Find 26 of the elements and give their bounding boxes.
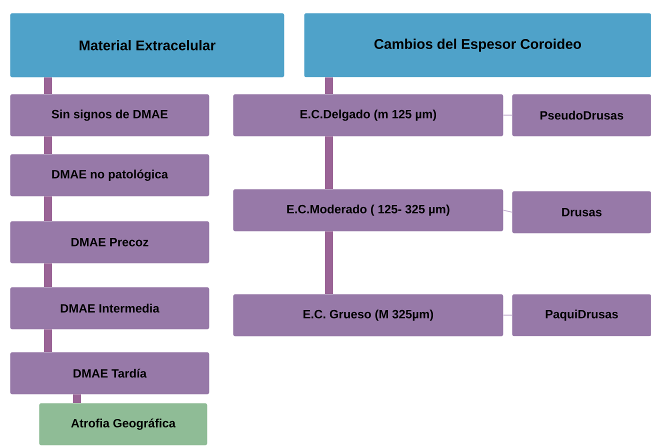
connector-line: [502, 210, 512, 213]
stage-box: DMAE Tardía: [10, 352, 210, 394]
header-box: Material Extracelular: [10, 13, 284, 78]
drusen-box: PseudoDrusas: [512, 94, 651, 136]
connector-line: [44, 329, 52, 352]
stage-box: Atrofia Geográfica: [39, 403, 208, 446]
connector-line: [502, 314, 512, 316]
connector-line: [44, 77, 52, 94]
stage-box: DMAE no patológica: [10, 154, 210, 196]
connector-line: [325, 77, 333, 94]
drusen-box: Drusas: [512, 191, 651, 234]
connector-line: [44, 196, 52, 221]
connector-line: [44, 263, 52, 287]
header-box: Cambios del Espesor Coroideo: [304, 13, 651, 78]
stage-box: Sin signos de DMAE: [10, 94, 210, 136]
connector-line: [325, 136, 333, 189]
connector-line: [73, 394, 81, 403]
drusen-box: PaquiDrusas: [512, 294, 651, 336]
thickness-box: E.C.Delgado (m 125 µm): [233, 94, 504, 136]
thickness-box: E.C. Grueso (M 325µm): [233, 294, 504, 336]
thickness-box: E.C.Moderado ( 125- 325 µm): [233, 189, 504, 232]
connector-line: [44, 136, 52, 154]
connector-line: [502, 114, 512, 116]
stage-box: DMAE Intermedia: [10, 287, 210, 330]
connector-line: [325, 231, 333, 294]
stage-box: DMAE Precoz: [10, 221, 210, 264]
